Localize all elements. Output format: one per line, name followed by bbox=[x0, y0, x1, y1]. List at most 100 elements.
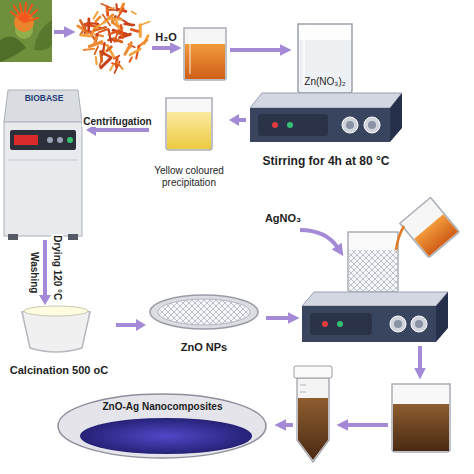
centrifuge-tube bbox=[298, 398, 328, 460]
crucible bbox=[22, 306, 90, 352]
arrow-line bbox=[96, 128, 149, 132]
flow-arrow bbox=[229, 114, 246, 126]
flow-arrow bbox=[39, 240, 51, 305]
dried-petals bbox=[139, 25, 142, 36]
dried-petals bbox=[81, 34, 91, 38]
centrifuge-tube bbox=[294, 366, 332, 378]
magnetic-stirrer bbox=[287, 122, 293, 128]
zinc-nitrate-beaker bbox=[298, 24, 352, 93]
dried-petals bbox=[131, 30, 138, 32]
centrifuge-tube bbox=[300, 385, 306, 392]
flow-arrow bbox=[300, 230, 338, 248]
extract-beaker bbox=[184, 28, 226, 80]
dried-petals bbox=[112, 63, 120, 65]
zno-ag-petri-dish bbox=[58, 394, 266, 458]
pouring-beaker bbox=[414, 214, 458, 256]
arrow-line bbox=[116, 323, 136, 327]
dried-petals bbox=[102, 43, 104, 55]
arrow-head bbox=[229, 114, 239, 126]
zinc-nitrate-beaker bbox=[299, 40, 351, 92]
centrifuge bbox=[68, 234, 78, 240]
dried-petals bbox=[80, 20, 86, 32]
brown-beaker bbox=[393, 404, 449, 451]
precipitate-beaker: Yellow coloured precipitation bbox=[149, 96, 229, 188]
magnetic-stirrer bbox=[322, 321, 328, 327]
step-label: Calcination 500 oC bbox=[10, 364, 108, 377]
mixing-beaker bbox=[349, 250, 397, 291]
magnetic-stirrer bbox=[310, 313, 372, 335]
safflower-photo bbox=[0, 0, 52, 62]
product-dish: ZnO NPs bbox=[146, 292, 262, 354]
dried-petals bbox=[139, 22, 149, 26]
safflower-photo bbox=[0, 36, 26, 62]
magnetic-stirrer bbox=[250, 93, 402, 142]
safflower-photo bbox=[0, 0, 52, 62]
centrifuge bbox=[4, 122, 82, 236]
magnetic-stirrer bbox=[346, 121, 354, 129]
stirring-step: Stirring for 4h at 80 °C bbox=[246, 93, 406, 171]
arrow-head bbox=[136, 319, 146, 331]
zno-petri-dish bbox=[150, 295, 258, 329]
yellow-beaker bbox=[166, 98, 212, 150]
calcination-step: Calcination 500 oC bbox=[2, 305, 116, 377]
magnetic-stirrer bbox=[302, 292, 448, 306]
dried-petals bbox=[117, 8, 123, 18]
centrifuge bbox=[4, 90, 82, 240]
pour-stream bbox=[396, 226, 404, 250]
zno-ag-petri-dish bbox=[80, 418, 252, 454]
reagent-beaker: Zn(NO₃)₂ bbox=[294, 22, 356, 93]
magnetic-stirrer bbox=[302, 292, 448, 342]
magnetic-stirrer bbox=[302, 306, 436, 342]
flow-arrow bbox=[116, 319, 146, 331]
extract-beaker bbox=[184, 28, 226, 80]
dried-petals bbox=[121, 25, 123, 38]
magnetic-stirrer bbox=[390, 93, 402, 142]
magnetic-stirrer bbox=[368, 121, 376, 129]
step-label: Yellow coloured precipitation bbox=[149, 165, 229, 188]
centrifuge-tube bbox=[297, 378, 329, 462]
yellow-beaker bbox=[167, 112, 211, 149]
dried-petals bbox=[101, 4, 112, 9]
dried-petals bbox=[125, 43, 131, 54]
step-label: Stirring for 4h at 80 °C bbox=[263, 155, 390, 169]
flow-arrow bbox=[418, 346, 422, 370]
dried-petals bbox=[130, 57, 132, 61]
dried-petals bbox=[110, 65, 113, 71]
reagent-label: AgNO₃ bbox=[264, 212, 302, 225]
dried-petals bbox=[103, 15, 110, 26]
dried-petals bbox=[132, 12, 136, 15]
centrifuge bbox=[47, 137, 53, 143]
centrifuge-tube bbox=[294, 366, 332, 462]
safflower-photo bbox=[34, 20, 52, 50]
centrifuge bbox=[67, 137, 73, 143]
flow-arrow bbox=[266, 316, 290, 320]
magnetic-stirrer bbox=[394, 320, 402, 328]
centrifuge bbox=[57, 137, 63, 143]
dried-petals bbox=[125, 23, 134, 26]
magnetic-stirrer bbox=[250, 93, 402, 108]
dried-petals bbox=[78, 4, 150, 73]
arrow-line bbox=[43, 240, 47, 295]
zno-petri-dish bbox=[158, 299, 250, 325]
dried-petals bbox=[130, 49, 140, 55]
step-label: ZnO-Ag Nanocomposites bbox=[102, 401, 222, 413]
dried-petals bbox=[109, 9, 118, 11]
product-dish: ZnO-Ag Nanocomposites bbox=[55, 392, 270, 458]
dried-petals bbox=[94, 12, 98, 19]
magnetic-stirrer bbox=[258, 114, 328, 136]
magnetic-stirrer bbox=[364, 117, 380, 133]
safflower-photo bbox=[11, 3, 38, 22]
brown-beaker bbox=[392, 384, 450, 452]
mixing-beaker bbox=[348, 232, 398, 292]
dried-petals bbox=[95, 57, 98, 64]
extract-beaker bbox=[185, 44, 225, 79]
pouring-beaker bbox=[400, 198, 460, 258]
dried-petals bbox=[84, 49, 94, 50]
magnetic-stirrer bbox=[250, 108, 390, 142]
flow-arrow bbox=[284, 423, 293, 427]
centrifuge bbox=[8, 160, 78, 161]
step-label: BIOBASE bbox=[25, 94, 64, 104]
